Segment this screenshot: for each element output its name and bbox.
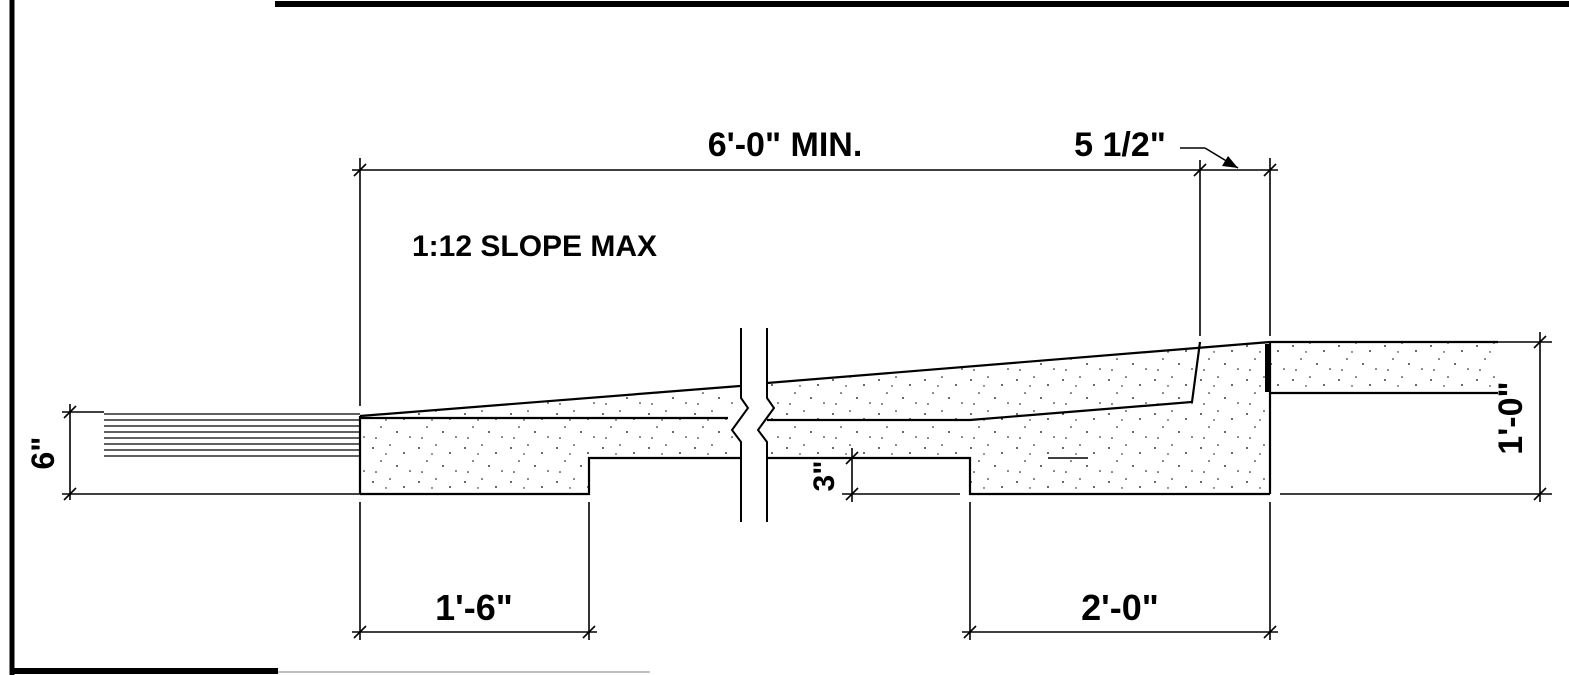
overall-width-label: 6'-0" MIN. [708, 126, 863, 164]
leader-arrowhead [1222, 156, 1238, 168]
existing-slab [1270, 342, 1498, 393]
slope-note: 1:12 SLOPE MAX [412, 230, 657, 263]
step-depth-label: 3" [808, 461, 841, 492]
left-bottom-label: 1'-6" [435, 587, 513, 628]
right-depth-label: 1'-0" [1492, 381, 1530, 454]
dimension-lines [62, 147, 1552, 640]
existing-pavement-lines [104, 413, 360, 457]
break-line [730, 328, 776, 522]
offset-label: 5 1/2" [1074, 126, 1166, 164]
sheet-frame [9, 0, 1569, 675]
right-bottom-label: 2'-0" [1081, 587, 1159, 628]
left-depth-label: 6" [25, 437, 61, 470]
concrete-section-right [767, 342, 1270, 494]
concrete-section-left [360, 386, 740, 494]
